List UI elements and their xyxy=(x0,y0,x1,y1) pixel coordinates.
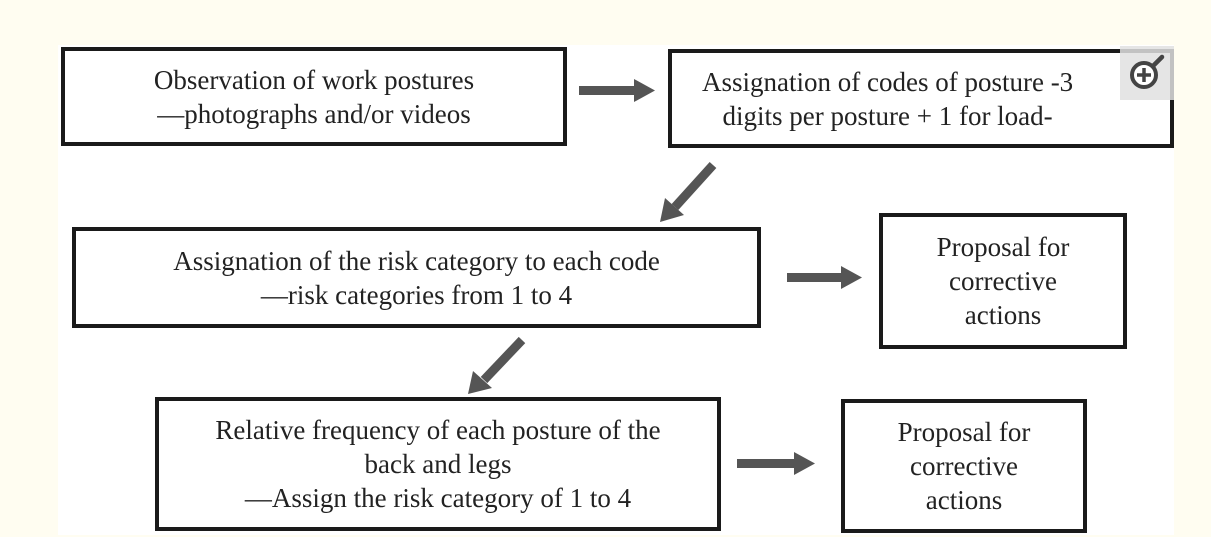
zoom-in-icon xyxy=(1130,54,1165,89)
relative-frequency-line-1: Relative frequency of each posture of th… xyxy=(215,415,661,445)
observation-line-1: Observation of work postures xyxy=(153,64,475,95)
proposal-2-line-2: corrective xyxy=(910,451,1018,481)
risk-category-line-1: Assignation of the risk category to each… xyxy=(173,245,660,276)
relative-frequency-box: Relative frequency of each posture of th… xyxy=(155,397,721,531)
observation-line-2: —photographs and/or videos xyxy=(157,98,471,129)
relative-frequency-line-2: back and legs xyxy=(364,449,512,479)
posture-codes-box: Assignation of codes of posture -3 digit… xyxy=(668,49,1174,148)
observation-box: Observation of work postures —photograph… xyxy=(61,47,567,146)
proposal-1-line-2: corrective xyxy=(949,266,1057,296)
proposal-1-line-3: actions xyxy=(964,300,1042,330)
relative-frequency-line-3: —Assign the risk category of 1 to 4 xyxy=(244,483,632,513)
proposal-1-line-1: Proposal for xyxy=(936,232,1070,262)
posture-codes-line-1: Assignation of codes of posture -3 xyxy=(702,66,1074,97)
proposal-box-1: Proposal for corrective actions xyxy=(879,213,1127,349)
proposal-2-line-1: Proposal for xyxy=(897,417,1031,447)
risk-category-line-2: —risk categories from 1 to 4 xyxy=(260,279,573,310)
risk-category-box: Assignation of the risk category to each… xyxy=(72,227,761,328)
posture-codes-line-2: digits per posture + 1 for load- xyxy=(722,100,1053,131)
proposal-box-2: Proposal for corrective actions xyxy=(841,399,1087,533)
proposal-2-line-3: actions xyxy=(925,485,1003,515)
zoom-in-button[interactable] xyxy=(1120,46,1174,100)
